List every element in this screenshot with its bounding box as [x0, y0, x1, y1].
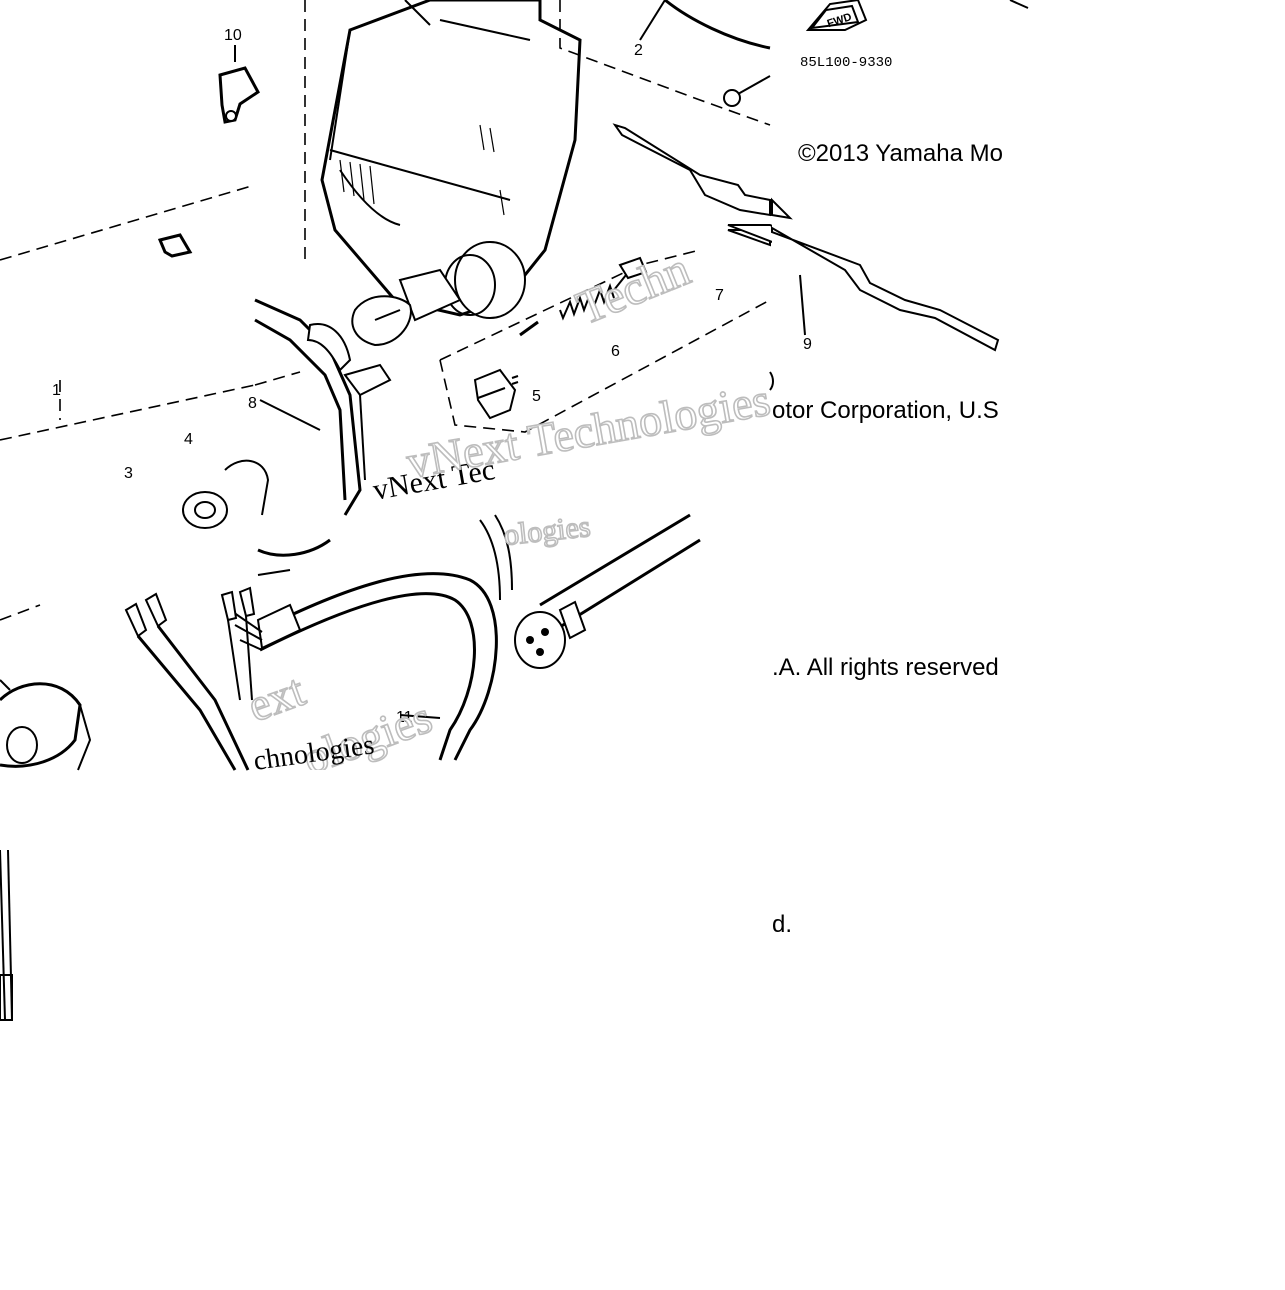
adjusting-spring: [559, 256, 648, 321]
headlight-bulb-socket: [351, 241, 526, 347]
callout-7: 7: [715, 287, 724, 304]
copyright-segment-4: d.: [772, 913, 793, 937]
headlight-lower-ring: [257, 538, 331, 576]
copyright-segment-3: .A. All rights reserved: [772, 656, 999, 680]
callout-8: 8: [248, 395, 257, 412]
callout-9-overlay: 9: [803, 336, 812, 353]
harness-plug: [514, 513, 701, 669]
callout-11: 11: [396, 709, 413, 726]
screw-bolt: [723, 75, 771, 107]
lower-left-housing: [0, 679, 92, 771]
callout-2: 2: [634, 42, 643, 59]
wire-clip: [218, 45, 260, 124]
copyright-segment-2: otor Corporation, U.S: [772, 399, 999, 423]
part-number-label-overlay: 85L100-9330: [800, 55, 892, 71]
watermark-line: vNext Technologies: [403, 374, 774, 488]
callout-5: 5: [532, 388, 541, 405]
watermark-fragment-d: ext: [241, 664, 311, 731]
headlight-body: [254, 298, 392, 516]
watermark-fragment-c: ologies: [502, 510, 592, 552]
pin: [519, 320, 539, 337]
callout-10: 10: [224, 27, 242, 44]
callout-4: 4: [184, 431, 193, 448]
rubber-grommet: [182, 459, 270, 529]
harness-lower-wires: [0, 769, 271, 1021]
callout-1: 1: [52, 382, 61, 399]
headlight-housing: [320, 0, 582, 317]
copyright-segment-1: ©2013 Yamaha Mo: [798, 142, 1003, 166]
callout-3: 3: [124, 465, 133, 482]
wiring-harness: [124, 514, 513, 771]
relay-connector: [473, 368, 519, 420]
upper-cover-panel: [639, 0, 771, 50]
callout-6: 6: [611, 343, 620, 360]
assembly-outline-dashes: [0, 0, 771, 621]
watermark-fragment-a: Techn: [569, 242, 697, 335]
small-clip: [157, 233, 193, 258]
right-column-content: FWD 85L100-9330 9: [769, 0, 1029, 391]
